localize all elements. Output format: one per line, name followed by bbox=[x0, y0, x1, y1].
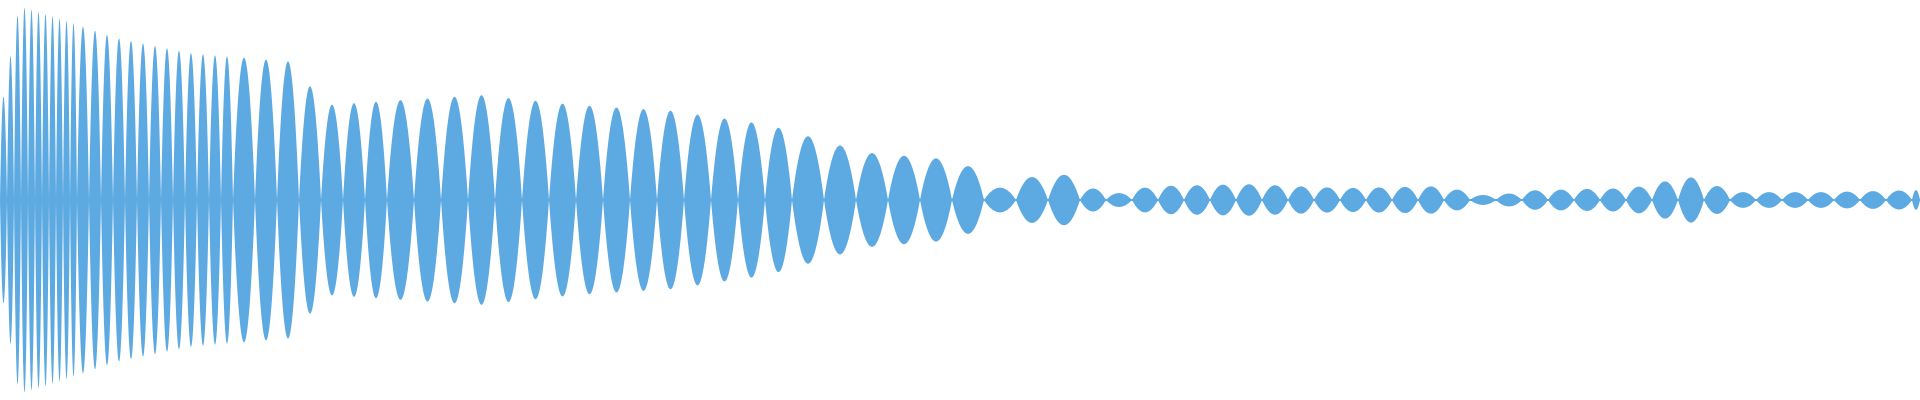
waveform-lobe bbox=[856, 153, 888, 247]
waveform-lobe bbox=[495, 97, 522, 303]
waveform-lobe bbox=[233, 57, 255, 343]
waveform-lobe bbox=[888, 155, 920, 245]
waveform-lobe bbox=[952, 166, 984, 234]
waveform-lobe bbox=[1106, 192, 1132, 208]
waveform-lobe bbox=[984, 187, 1016, 213]
waveform-lobe bbox=[1886, 190, 1912, 210]
waveform-lobe bbox=[1366, 187, 1392, 213]
waveform-lobe bbox=[414, 98, 441, 302]
waveform-lobe bbox=[255, 59, 277, 341]
waveform-lobe bbox=[197, 54, 209, 346]
waveform-lobe bbox=[387, 100, 414, 300]
waveform-lobe bbox=[824, 145, 856, 255]
waveform-lobe bbox=[209, 55, 221, 345]
waveform-lobe bbox=[1132, 187, 1158, 213]
waveform-lobe bbox=[630, 109, 657, 291]
waveform-lobe bbox=[1470, 195, 1496, 205]
waveform-lobe bbox=[1496, 193, 1522, 207]
waveform-lobe bbox=[299, 86, 321, 314]
waveform-lobe bbox=[1288, 186, 1314, 214]
waveform-lobe bbox=[468, 95, 495, 305]
waveform-lobe bbox=[1834, 191, 1860, 209]
waveform-lobe bbox=[70, 23, 77, 377]
waveform-lobe bbox=[365, 101, 387, 299]
waveform-lobe bbox=[321, 104, 343, 296]
waveform-lobe bbox=[7, 56, 14, 344]
waveform-lobe bbox=[149, 45, 161, 355]
waveform-lobe bbox=[1158, 185, 1184, 215]
waveform-lobe bbox=[1808, 192, 1834, 208]
waveform-lobe bbox=[1912, 190, 1920, 210]
waveform-lobe bbox=[42, 14, 49, 386]
waveform-lobe bbox=[277, 61, 299, 339]
waveform-lobe bbox=[684, 114, 711, 286]
waveform-lobe bbox=[792, 136, 824, 264]
waveform-lobe bbox=[1704, 186, 1730, 214]
waveform-lobe bbox=[137, 43, 149, 357]
waveform-lobe bbox=[1548, 189, 1574, 211]
waveform-lobe bbox=[1392, 186, 1418, 214]
waveform-lobe bbox=[657, 110, 684, 290]
waveform-lobe bbox=[1184, 185, 1210, 215]
waveform-lobe bbox=[1756, 192, 1782, 208]
waveform-lobe bbox=[1730, 192, 1756, 208]
waveform-lobe bbox=[765, 127, 792, 273]
waveform-lobe bbox=[28, 9, 35, 391]
waveform-lobe bbox=[1522, 190, 1548, 210]
waveform-lobe bbox=[1574, 189, 1600, 211]
waveform-lobe bbox=[1860, 191, 1886, 209]
waveform-lobe bbox=[1652, 181, 1678, 219]
waveform-lobe bbox=[1236, 184, 1262, 216]
waveform-lobe bbox=[920, 158, 952, 242]
waveform-lobe bbox=[35, 11, 42, 389]
waveform-lobe bbox=[1782, 192, 1808, 208]
waveform-lobe bbox=[185, 53, 197, 347]
waveform-lobe bbox=[1600, 188, 1626, 212]
waveform-lobe bbox=[49, 16, 56, 384]
waveform-lobe bbox=[56, 18, 63, 382]
waveform-lobe bbox=[101, 34, 113, 366]
waveform-lobe bbox=[173, 50, 185, 350]
waveform-lobe bbox=[1418, 186, 1444, 214]
waveform-lobe bbox=[21, 7, 28, 393]
waveform-lobe bbox=[1210, 184, 1236, 216]
waveform-lobe bbox=[1262, 185, 1288, 215]
waveform-lobe bbox=[576, 105, 603, 295]
waveform-lobe bbox=[441, 96, 468, 304]
waveform-lobe bbox=[63, 20, 70, 380]
waveform-lobe bbox=[343, 103, 365, 297]
waveform-lobe bbox=[603, 107, 630, 293]
waveform-lobe bbox=[549, 103, 576, 297]
waveform-lobe bbox=[1340, 187, 1366, 213]
waveform-lobe bbox=[77, 26, 89, 374]
waveform-lobe bbox=[125, 40, 137, 360]
waveform-lobe bbox=[1444, 189, 1470, 211]
waveform-lobe bbox=[711, 118, 738, 282]
waveform-lobe bbox=[1314, 187, 1340, 213]
waveform-lobe bbox=[738, 122, 765, 278]
waveform-lobe bbox=[1048, 174, 1080, 226]
waveform-lobes bbox=[0, 7, 1920, 393]
waveform-lobe bbox=[1080, 188, 1106, 212]
waveform-lobe bbox=[161, 48, 173, 352]
waveform-lobe bbox=[14, 15, 21, 385]
waveform-lobe bbox=[1016, 177, 1048, 223]
waveform-lobe bbox=[0, 96, 7, 304]
waveform-lobe bbox=[522, 100, 549, 300]
waveform-lobe bbox=[89, 30, 101, 370]
waveform-lobe bbox=[1626, 186, 1652, 214]
waveform-lobe bbox=[113, 38, 125, 362]
waveform-lobe bbox=[221, 56, 233, 344]
waveform-lobe bbox=[1678, 177, 1704, 223]
